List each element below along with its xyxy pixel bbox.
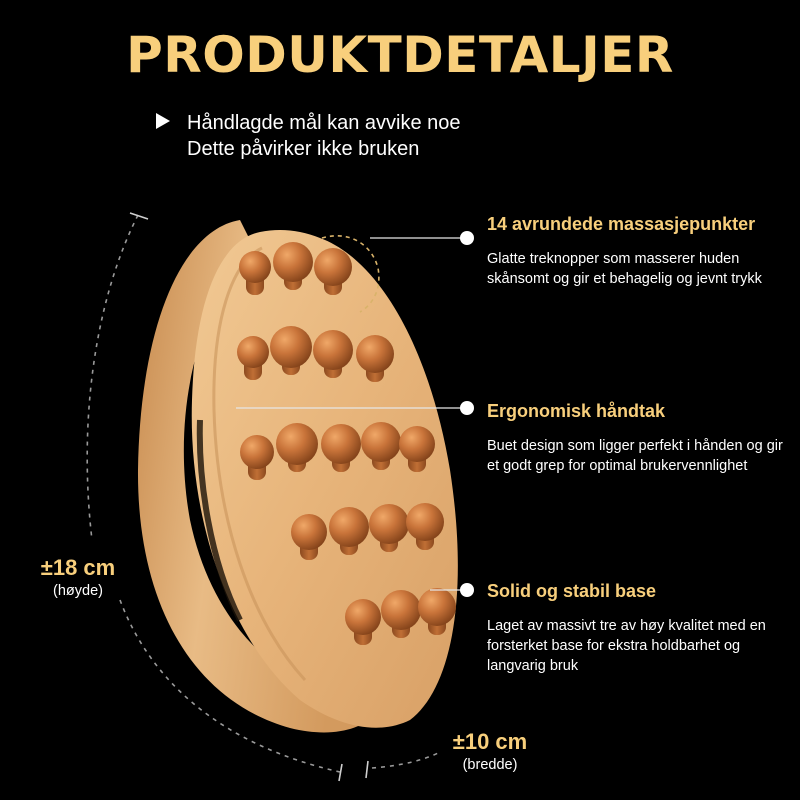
height-value: ±18 cm [40,555,116,580]
note-line-1: Håndlagde mål kan avvike noe [187,112,461,134]
massager-body [137,220,458,733]
feature-title: Solid og stabil base [487,581,657,601]
page-title: PRODUKTDETALJER [126,26,674,84]
feature-title: 14 avrundede massasjepunkter [487,214,756,234]
feature-description: Buet design som ligger perfekt i hånden … [487,438,783,474]
play-arrow-icon [156,113,170,129]
height-label: (høyde) [53,583,103,599]
height-dimension-arc [86,214,441,773]
feature-description: Glatte treknopper som masserer huden skå… [487,251,762,287]
feature-ergonomic-handle: Ergonomisk håndtak Buet design som ligge… [487,400,787,476]
width-dimension: ±10 cm (bredde) [440,729,540,773]
feature-stable-base: Solid og stabil base Laget av massivt tr… [487,580,787,676]
massage-knobs [237,242,456,645]
note-line-2: Dette påvirker ikke bruken [187,138,420,160]
feature-title: Ergonomisk håndtak [487,401,666,421]
dimension-end-ticks [129,212,369,782]
feature-description: Laget av massivt tre av høy kvalitet med… [487,618,766,674]
height-dimension: ±18 cm (høyde) [28,555,128,599]
callout-lines [236,231,474,597]
feature-massage-points: 14 avrundede massasjepunkter Glatte trek… [487,213,787,289]
width-value: ±10 cm [452,729,528,754]
width-label: (bredde) [462,757,518,773]
